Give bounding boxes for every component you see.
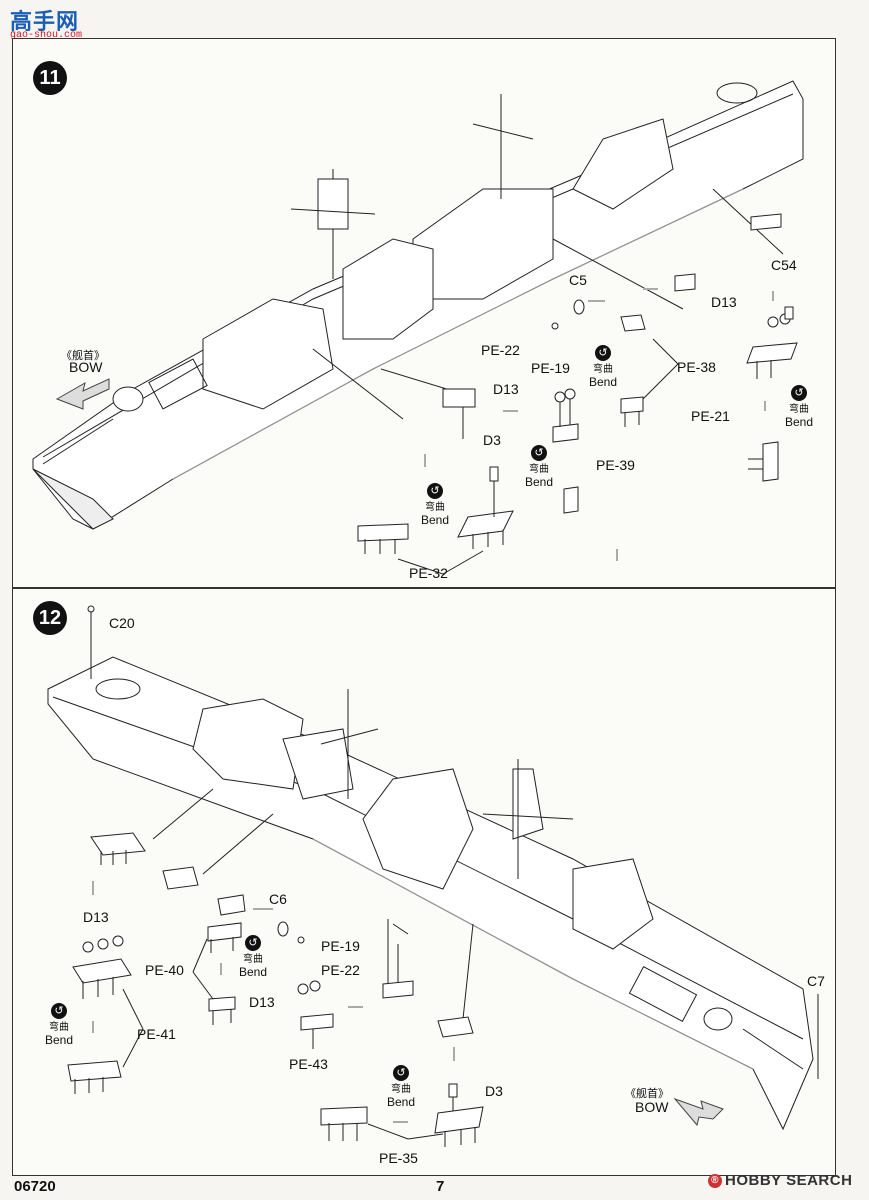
part-label-c54: C54 (771, 257, 797, 273)
part-label-d13-left: D13 (83, 909, 109, 925)
part-label-pe19: PE-19 (531, 360, 570, 376)
bend-icon: ↺ (393, 1065, 409, 1081)
part-label-pe21: PE-21 (691, 408, 730, 424)
part-label-c7: C7 (807, 973, 825, 989)
step-number: 12 (33, 601, 67, 635)
part-label-pe41: PE-41 (137, 1026, 176, 1042)
bend-icon: ↺ (245, 935, 261, 951)
site-watermark: 高手网 gao-shou.com (6, 4, 126, 41)
part-label-d3: D3 (485, 1083, 503, 1099)
page-number: 7 (436, 1178, 445, 1195)
part-label-d13-right: D13 (711, 294, 737, 310)
bow-label: BOW (635, 1099, 669, 1115)
step-12-panel: 12 C20 C6 D13 PE-19 PE-40 PE-22 D13 PE-4… (12, 588, 836, 1176)
watermark-url: gao-shou.com (10, 30, 83, 41)
bend-icon: ↺ (595, 345, 611, 361)
bend-icon: ↺ (51, 1003, 67, 1019)
step-11-ship-drawing (32, 80, 804, 575)
step-11-panel: 11 《舰首》 BOW PE-22 C5 PE-19 PE-38 C54 D13… (12, 38, 836, 588)
part-label-c20: C20 (109, 615, 135, 631)
bend-icon: ↺ (791, 385, 807, 401)
step-number: 11 (33, 61, 67, 95)
part-label-pe43: PE-43 (289, 1056, 328, 1072)
part-label-pe22: PE-22 (321, 962, 360, 978)
part-label-pe35: PE-35 (379, 1150, 418, 1166)
bow-label-cn: 《舰首》 (61, 349, 105, 362)
hobbysearch-watermark: ®HOBBY SEARCH (708, 1172, 852, 1189)
bow-label: BOW (69, 359, 103, 375)
kit-code: 06720 (14, 1178, 56, 1195)
part-label-pe39: PE-39 (596, 457, 635, 473)
part-label-pe19: PE-19 (321, 938, 360, 954)
watermark-title: 高手网 (10, 10, 80, 35)
step-12-ship-drawing (47, 605, 819, 1147)
part-label-pe32: PE-32 (409, 565, 448, 581)
part-label-pe22: PE-22 (481, 342, 520, 358)
registered-icon: ® (708, 1174, 722, 1189)
part-label-pe40: PE-40 (145, 962, 184, 978)
part-label-c6: C6 (269, 891, 287, 907)
bend-icon: ↺ (427, 483, 443, 499)
part-label-d3: D3 (483, 432, 501, 448)
part-label-d13-mid: D13 (249, 994, 275, 1010)
part-label-c5: C5 (569, 272, 587, 288)
part-label-pe38: PE-38 (677, 359, 716, 375)
bow-label-cn: 《舰首》 (625, 1087, 669, 1100)
part-label-d13-mid: D13 (493, 381, 519, 397)
bend-icon: ↺ (531, 445, 547, 461)
